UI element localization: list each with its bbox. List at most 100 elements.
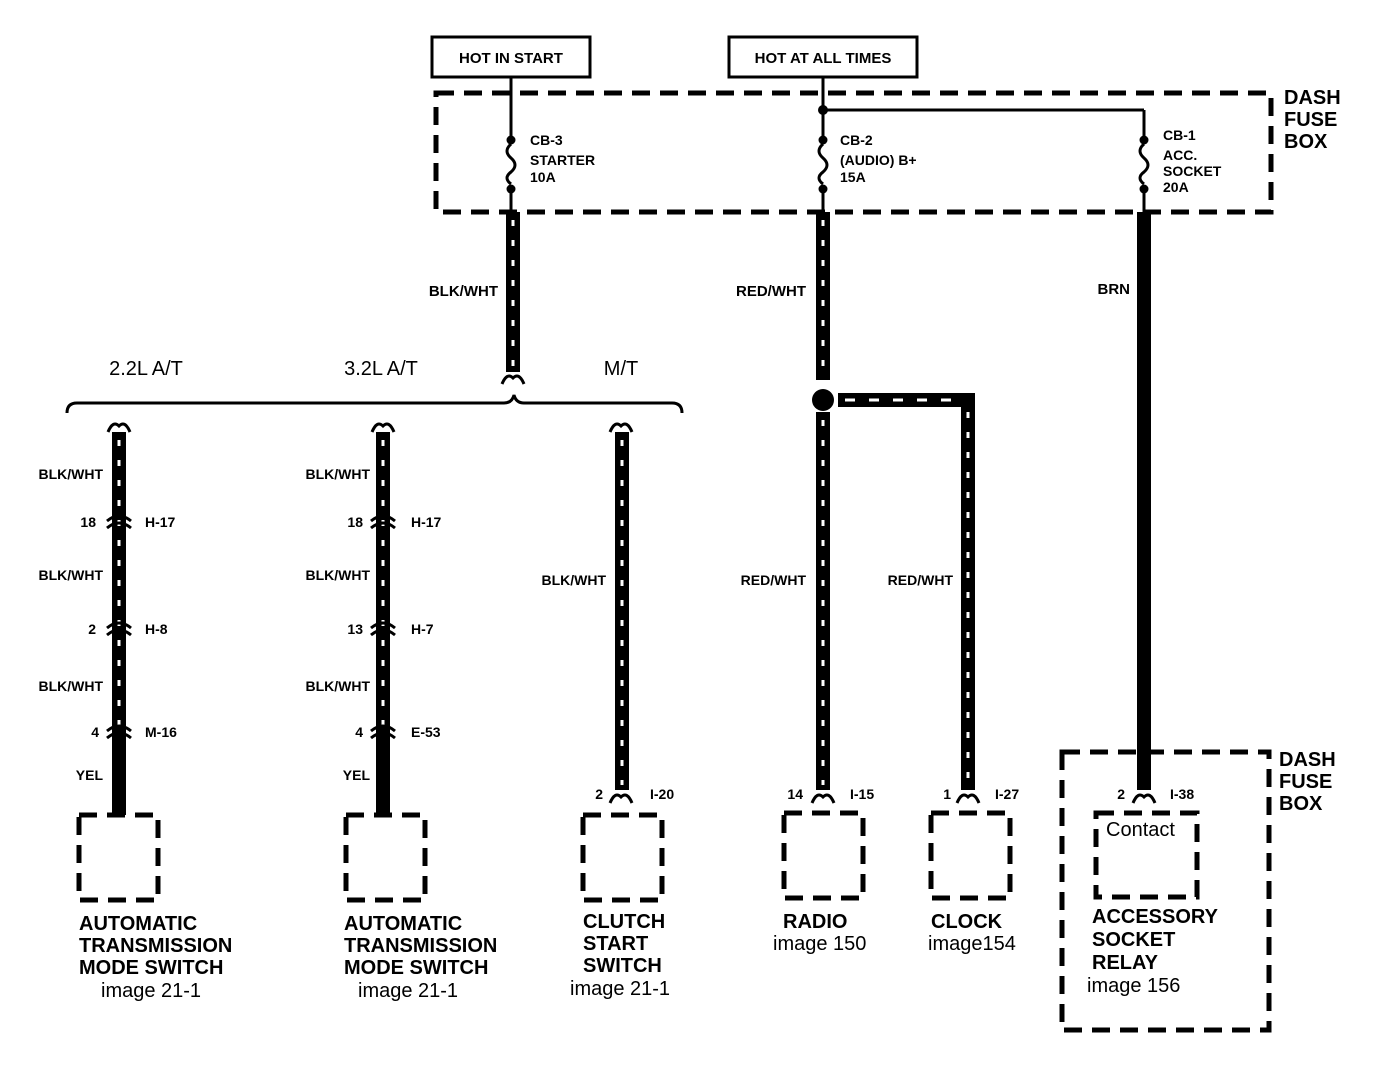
bus-splice (818, 105, 828, 115)
branch-label-3-2l: 3.2L A/T (344, 358, 418, 380)
wire-label-b1-2: BLK/WHT (38, 567, 103, 583)
wire-label-b2-3: BLK/WHT (305, 678, 370, 694)
fuse-cb1 (1138, 135, 1150, 212)
fuse-cb3 (505, 135, 517, 212)
fuse-box-top-label-1: DASH (1284, 87, 1341, 109)
relay-ref: image 156 (1087, 975, 1180, 997)
connector-branch2-top (370, 422, 396, 433)
fuse-box-top-label-3: BOX (1284, 131, 1328, 153)
cb1-name-2: SOCKET (1163, 163, 1222, 179)
fuse-box-bottom-label-1: DASH (1279, 749, 1336, 771)
pin-i15: 14 (787, 786, 803, 802)
wire-label-b2-2: BLK/WHT (305, 567, 370, 583)
pin-b2-e53: 4 (355, 724, 363, 740)
dash-fuse-box-top (433, 90, 1274, 215)
conn-b2-h17: H-17 (411, 514, 442, 530)
hot-in-start-label: HOT IN START (459, 50, 563, 67)
pin-b1-h17: 18 (80, 514, 96, 530)
conn-i20: I-20 (650, 786, 674, 802)
clock-ref: image154 (928, 933, 1016, 955)
atm2-line2: TRANSMISSION (344, 935, 497, 957)
connector-i20 (608, 793, 634, 804)
atm1-line1: AUTOMATIC (79, 913, 197, 935)
connector-b2-e53 (370, 724, 396, 740)
pin-i20: 2 (595, 786, 603, 802)
relay-line2: SOCKET (1092, 929, 1175, 951)
cb3-id: CB-3 (530, 132, 563, 148)
clutch-ref: image 21-1 (570, 978, 670, 1000)
clutch-line1: CLUTCH (583, 911, 665, 933)
conn-b2-e53: E-53 (411, 724, 441, 740)
connector-i38 (1131, 793, 1157, 804)
connector-branch1-top (106, 422, 132, 433)
cb1-name-1: ACC. (1163, 147, 1197, 163)
relay-contact-label: Contact (1106, 819, 1175, 841)
splice-connector-main (500, 374, 526, 385)
conn-b1-m16: M-16 (145, 724, 177, 740)
cb2-id: CB-2 (840, 132, 873, 148)
wire-label-b3: BLK/WHT (541, 572, 606, 588)
connector-b1-h17 (106, 514, 132, 530)
branch-bracket (65, 394, 684, 414)
wire-label-b1-yel: YEL (76, 767, 104, 783)
connector-branch3-top (608, 422, 634, 433)
clutch-box (580, 812, 665, 903)
pin-i38: 2 (1117, 786, 1125, 802)
wire-label-b2-1: BLK/WHT (305, 466, 370, 482)
wire-label-b2-yel: YEL (343, 767, 371, 783)
connector-b2-h17 (370, 514, 396, 530)
clutch-line3: SWITCH (583, 955, 662, 977)
branch-label-mt: M/T (604, 358, 638, 380)
clock-box (928, 810, 1013, 901)
conn-i27: I-27 (995, 786, 1019, 802)
conn-i38: I-38 (1170, 786, 1194, 802)
wire-label-clock: RED/WHT (888, 572, 954, 588)
cb3-name: STARTER (530, 152, 595, 168)
pin-b2-h17: 18 (347, 514, 363, 530)
clutch-line2: START (583, 933, 648, 955)
atm1-line2: TRANSMISSION (79, 935, 232, 957)
cb1-rating: 20A (1163, 179, 1189, 195)
atm2-ref: image 21-1 (358, 980, 458, 1002)
splice-redwht (812, 389, 834, 411)
wire-label-blkwht-main: BLK/WHT (429, 283, 498, 300)
fuse-box-top-label-2: FUSE (1284, 109, 1337, 131)
cb2-name: (AUDIO) B+ (840, 152, 917, 168)
relay-line3: RELAY (1092, 952, 1159, 974)
cb2-rating: 15A (840, 169, 866, 185)
wire-label-b1-3: BLK/WHT (38, 678, 103, 694)
atm2-line3: MODE SWITCH (344, 957, 488, 979)
connector-i15 (810, 793, 836, 804)
relay-line1: ACCESSORY (1092, 906, 1219, 928)
hot-at-all-times-box: HOT AT ALL TIMES (727, 35, 919, 79)
fuse-cb2 (817, 135, 829, 212)
fuse-box-bottom-label-2: FUSE (1279, 771, 1332, 793)
conn-b1-h17: H-17 (145, 514, 176, 530)
clock-label: CLOCK (931, 911, 1003, 933)
wire-label-b1-1: BLK/WHT (38, 466, 103, 482)
dash-fuse-box-bottom (1059, 749, 1272, 1033)
connector-b2-h7 (370, 621, 396, 637)
atm1-line3: MODE SWITCH (79, 957, 223, 979)
conn-b1-h8: H-8 (145, 621, 168, 637)
connector-i27 (955, 793, 981, 804)
cb1-id: CB-1 (1163, 127, 1196, 143)
connector-b1-h8 (106, 621, 132, 637)
wire-clock (838, 393, 975, 790)
radio-label: RADIO (783, 911, 847, 933)
radio-ref: image 150 (773, 933, 866, 955)
hot-at-all-times-label: HOT AT ALL TIMES (755, 50, 892, 67)
pin-b1-m16: 4 (91, 724, 99, 740)
radio-box (781, 810, 866, 901)
conn-i15: I-15 (850, 786, 874, 802)
pin-i27: 1 (943, 786, 951, 802)
connector-b1-m16 (106, 724, 132, 740)
atm2-line1: AUTOMATIC (344, 913, 462, 935)
relay-box (1093, 810, 1200, 900)
wire-label-brn: BRN (1098, 281, 1131, 298)
cb3-rating: 10A (530, 169, 556, 185)
atm2-box (343, 812, 428, 903)
fuse-box-bottom-label-3: BOX (1279, 793, 1323, 815)
atm1-box (76, 812, 161, 903)
